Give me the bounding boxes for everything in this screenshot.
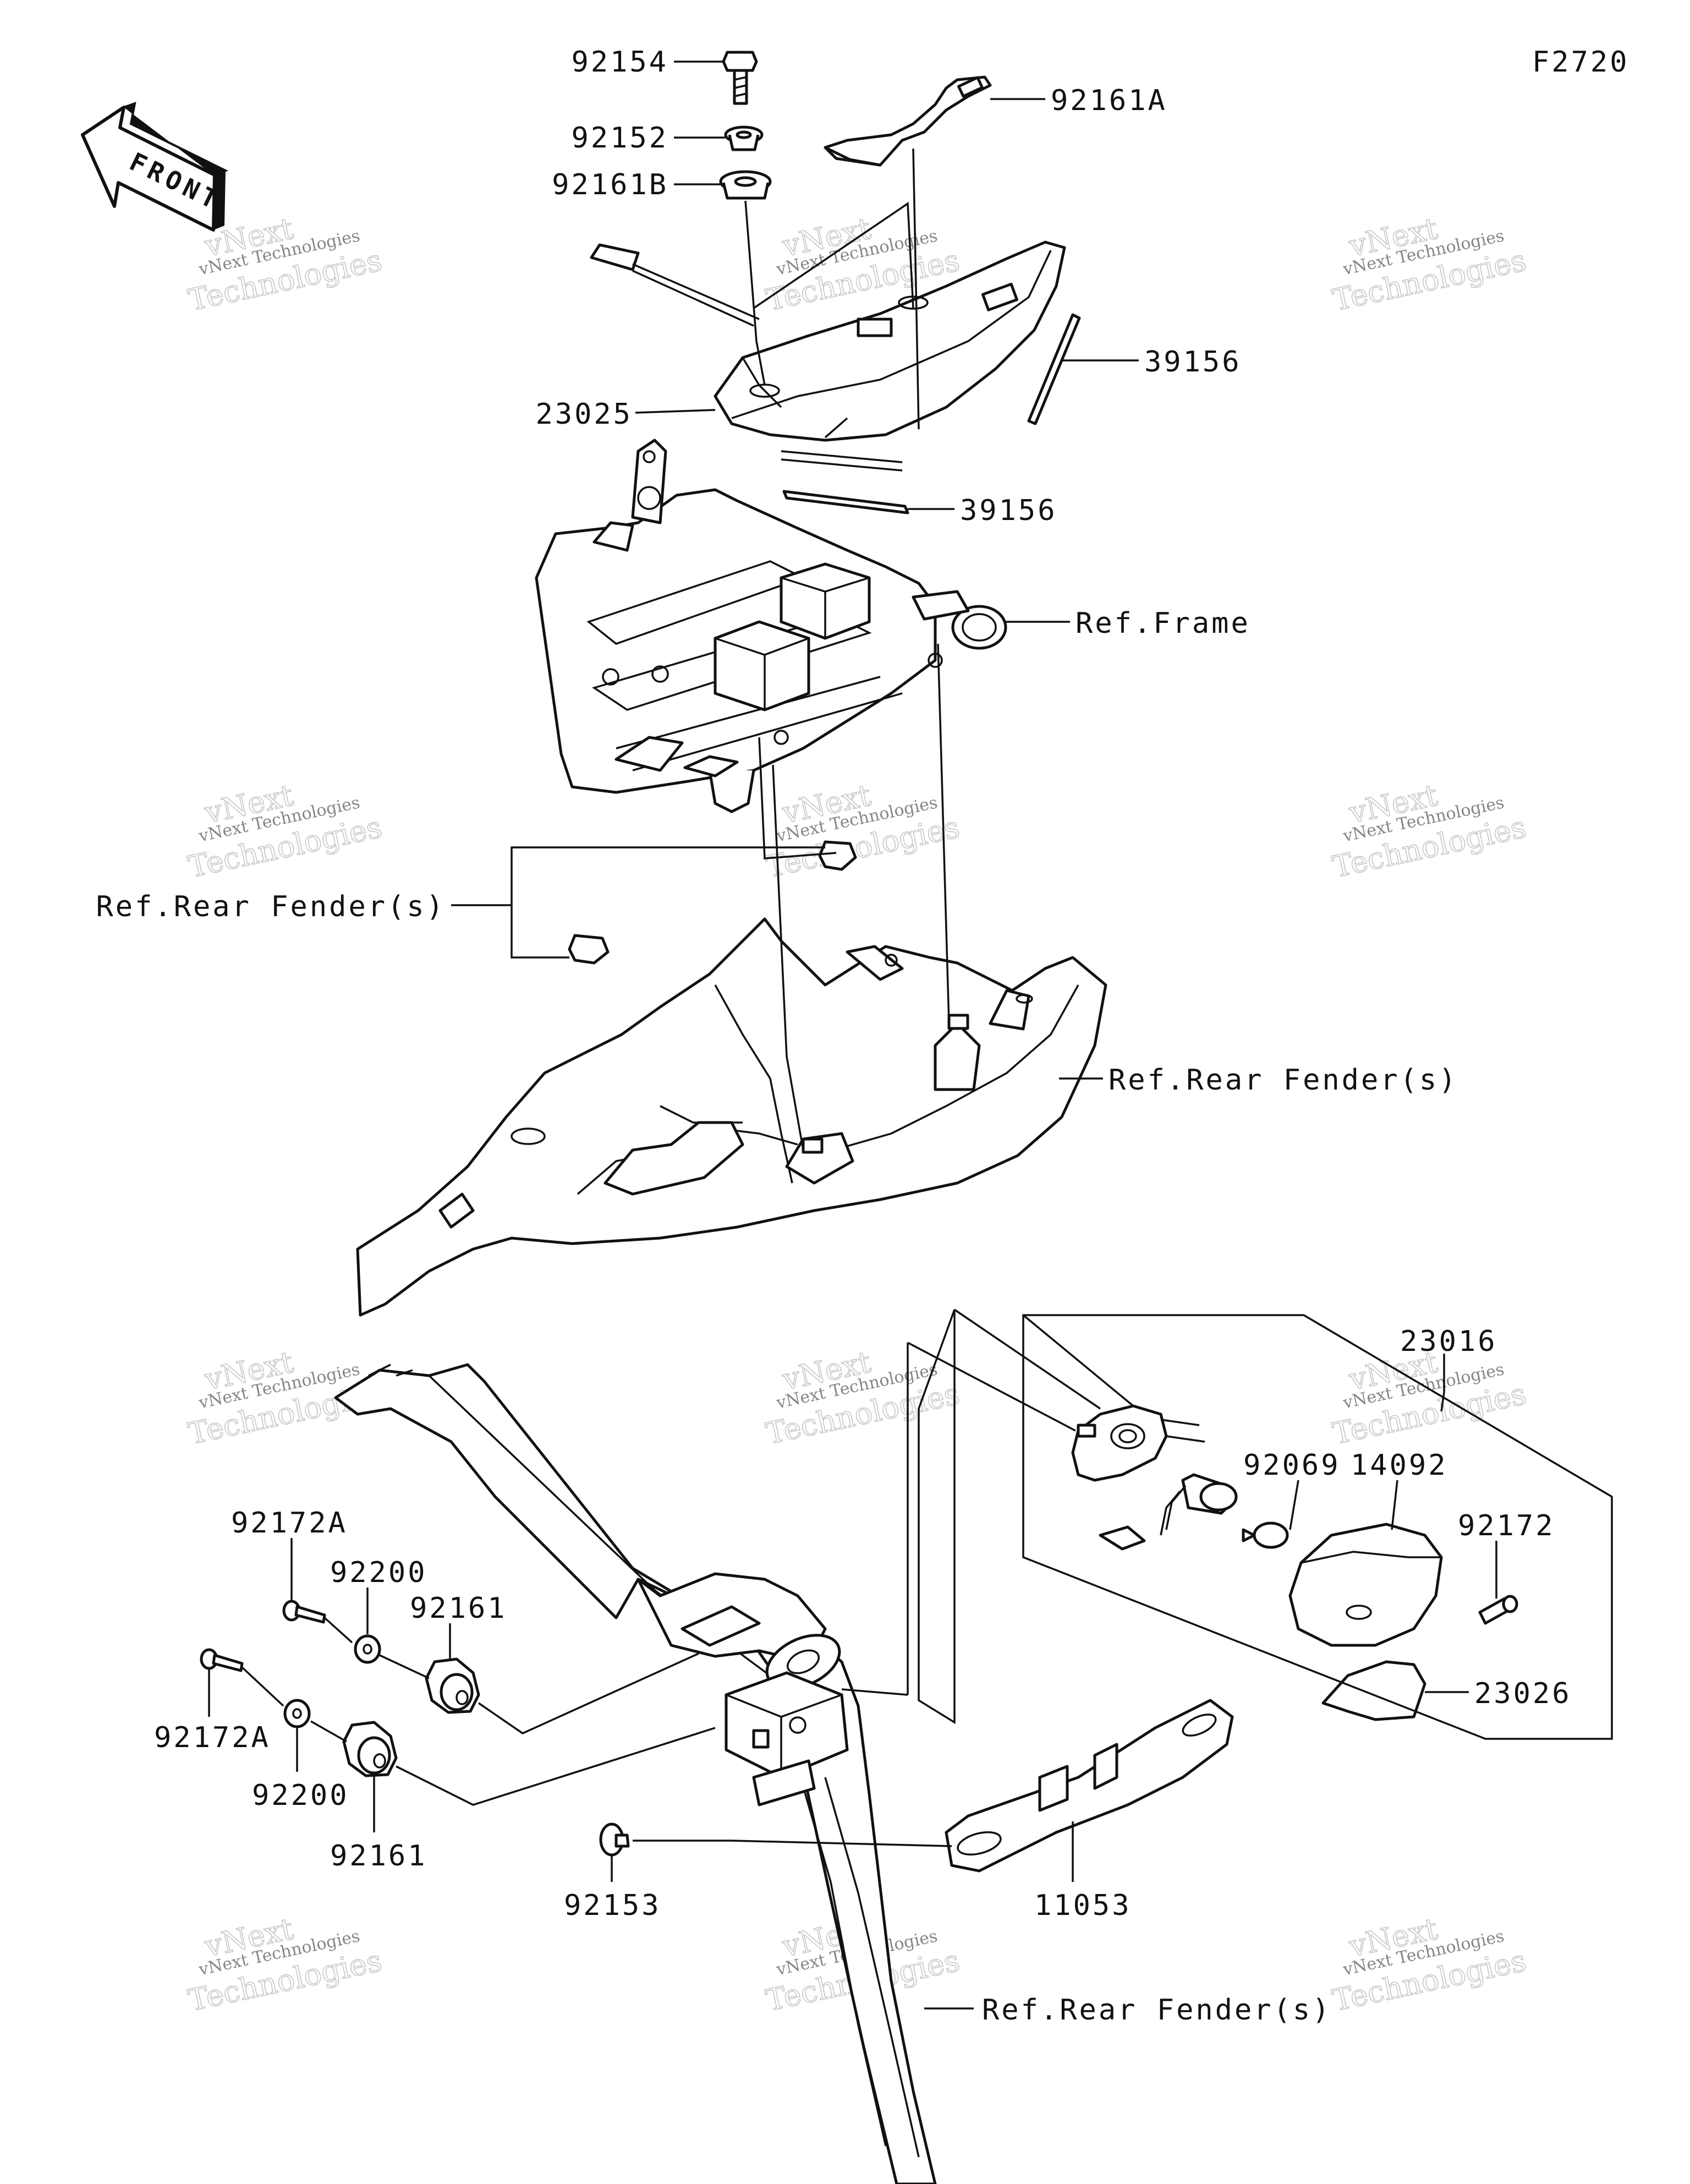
label-23026: 23026 — [1474, 1677, 1572, 1710]
label-92153: 92153 — [564, 1889, 661, 1922]
tail-light-23025 — [590, 240, 1066, 442]
label-ref-frame: Ref.Frame — [1076, 607, 1250, 640]
washer-92200-1 — [354, 1634, 381, 1664]
label-39156b: 39156 — [960, 494, 1057, 527]
label-92161-2: 92161 — [330, 1840, 427, 1873]
label-ref-rear-fender-2: Ref.Rear Fender(s) — [1109, 1064, 1458, 1097]
grommet-92161-1 — [425, 1657, 480, 1714]
watermark: vNext vNext Technologies Technologies — [1329, 1911, 1529, 2018]
label-92152: 92152 — [571, 122, 668, 155]
strap-92161A — [824, 75, 992, 167]
plate-bracket-11053 — [945, 1699, 1234, 1873]
label-23016: 23016 — [1400, 1325, 1497, 1358]
label-92161B: 92161B — [552, 168, 668, 201]
frame-ref — [535, 439, 1007, 813]
collar-92152 — [724, 125, 764, 151]
leader-lines — [208, 61, 1613, 2010]
rear-fender-lower — [334, 1363, 937, 2184]
label-92200-2: 92200 — [252, 1779, 349, 1812]
watermark: vNext vNext Technologies Technologies — [762, 1344, 963, 1452]
washer-92200-2 — [283, 1699, 311, 1728]
diagram-code: F2720 — [1532, 46, 1629, 79]
label-ref-rear-fender-1: Ref.Rear Fender(s) — [96, 890, 446, 923]
label-ref-rear-fender-3: Ref.Rear Fender(s) — [982, 1994, 1332, 2027]
watermark: vNext vNext Technologies Technologies — [1329, 211, 1529, 318]
bolt-92154 — [722, 51, 758, 105]
license-light-assembly — [1071, 1404, 1518, 1721]
watermark: vNext vNext Technologies Technologies — [185, 1911, 385, 2018]
watermark: vNext vNext Technologies Technologies — [1329, 778, 1529, 885]
label-92172A-2: 92172A — [154, 1721, 271, 1754]
label-92154: 92154 — [571, 46, 668, 79]
front-arrow-icon: FRONT — [81, 101, 229, 232]
reflector-strip-39156b — [781, 450, 909, 514]
label-92200-1: 92200 — [330, 1556, 427, 1589]
label-92069: 92069 — [1243, 1449, 1341, 1482]
bolt-92153 — [599, 1822, 630, 1857]
label-92172: 92172 — [1458, 1509, 1555, 1542]
label-11053: 11053 — [1034, 1889, 1132, 1922]
label-92172A-1: 92172A — [231, 1507, 348, 1540]
rear-fender-upper — [356, 840, 1107, 1317]
label-23025: 23025 — [535, 398, 633, 431]
grommet-92161B — [719, 170, 772, 200]
screw-92172A-2 — [200, 1648, 244, 1672]
screw-92172A-1 — [282, 1600, 326, 1624]
part-labels: 92154 92161A 92152 92161B 39156 23025 39… — [96, 46, 1572, 2027]
label-14092: 14092 — [1351, 1449, 1448, 1482]
watermark: vNext vNext Technologies Technologies — [762, 778, 963, 885]
label-39156a: 39156 — [1144, 346, 1242, 379]
label-92161A: 92161A — [1051, 84, 1167, 117]
watermark: vNext vNext Technologies Technologies — [762, 211, 963, 318]
grommet-92161-2 — [342, 1721, 398, 1777]
label-92161-1: 92161 — [410, 1592, 507, 1625]
reflector-strip-39156a — [1027, 313, 1081, 425]
watermark: vNext vNext Technologies Technologies — [185, 778, 385, 885]
